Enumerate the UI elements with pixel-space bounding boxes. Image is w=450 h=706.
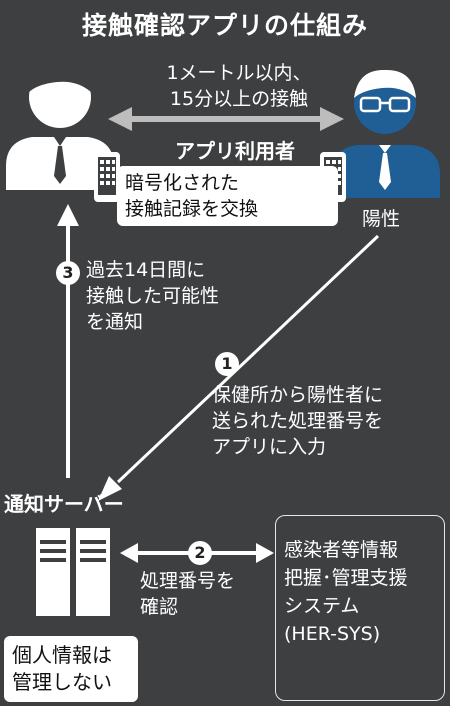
notify-up-arrow <box>57 204 79 478</box>
submit-diagonal-arrow <box>98 234 380 501</box>
server-icon <box>36 528 110 616</box>
notification-server-label: 通知サーバー <box>4 492 124 516</box>
step3-number-badge: 3 <box>56 261 80 285</box>
app-user-label: アプリ利用者 <box>175 139 295 163</box>
left-smartphone-icon <box>94 152 120 202</box>
hersys-label: 感染者等情報 把握･管理支援 システム (HER-SYS) <box>284 539 408 645</box>
diagram-title: 接触確認アプリの仕組み <box>81 11 368 40</box>
app-user-person-icon <box>6 63 114 190</box>
step1-number-badge: 1 <box>215 352 239 376</box>
step2-number-badge: 2 <box>188 541 212 565</box>
step3-text: 過去14日間に 接触した可能性 を通知 <box>86 259 220 333</box>
hersys-box: 感染者等情報 把握･管理支援 システム (HER-SYS) <box>275 515 445 701</box>
step1-text: 保健所から陽性者に 送られた処理番号を アプリに入力 <box>212 384 384 458</box>
privacy-note: 個人情報は 管理しない <box>4 636 138 702</box>
step2-text: 処理番号を 確認 <box>140 570 236 618</box>
exchange-record-label: 暗号化された 接触記録を交換 <box>117 166 338 226</box>
contact-condition-label: 1メートル以内、 15分以上の接触 <box>166 62 312 110</box>
positive-label: 陽性 <box>362 208 401 230</box>
positive-person-icon <box>331 69 440 198</box>
contact-double-arrow <box>108 107 344 131</box>
